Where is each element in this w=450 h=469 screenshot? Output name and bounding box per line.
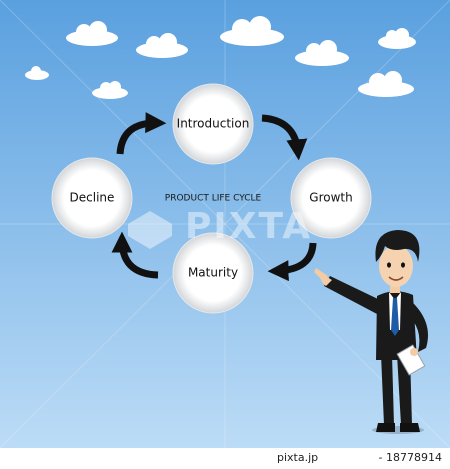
cloud — [220, 16, 284, 46]
product-life-cycle-illustration: Introduction Growth Maturity Decline PRO… — [0, 0, 450, 448]
shoes — [376, 423, 420, 432]
cloud — [66, 21, 118, 46]
businessman-figure — [314, 230, 428, 434]
cloud — [92, 81, 128, 99]
tie — [391, 298, 399, 336]
left-eye — [387, 262, 391, 268]
stage-introduction: Introduction — [172, 83, 254, 165]
neck — [390, 283, 400, 293]
cycle-arrows — [111, 112, 317, 282]
holding-hand — [410, 348, 418, 356]
stage-growth: Growth — [290, 157, 372, 239]
watermark-text: PIXTA — [185, 206, 312, 247]
stage-decline: Decline — [51, 157, 133, 239]
lower-arm — [405, 300, 428, 352]
legs — [381, 354, 412, 425]
diagram-title: PRODUCT LIFE CYCLE — [165, 194, 262, 204]
cloud — [25, 66, 49, 80]
clouds — [25, 16, 416, 99]
footer-image-id: - 18778914 — [378, 451, 442, 464]
cloud — [295, 40, 349, 66]
pointing-hand — [314, 268, 332, 286]
stock-footer: pixta.jp - 18778914 — [0, 448, 450, 469]
stage-circle — [290, 157, 372, 239]
smile — [388, 276, 404, 281]
pixta-logo-icon — [128, 211, 172, 249]
stage-maturity: Maturity — [172, 232, 254, 314]
cloud — [358, 71, 414, 97]
hair — [375, 230, 420, 262]
cloud — [378, 28, 416, 49]
paper-note — [396, 344, 426, 376]
arrow-decline-to-introduction — [116, 112, 167, 155]
pointing-arm — [324, 276, 380, 314]
pixta-watermark: PIXTA — [128, 206, 312, 249]
stage-label: Introduction — [177, 117, 250, 131]
arrow-maturity-to-decline — [111, 231, 159, 279]
right-eye — [401, 262, 405, 268]
footer-site-name: pixta.jp — [277, 451, 319, 464]
stage-circle — [172, 232, 254, 314]
stage-label: Maturity — [188, 266, 238, 280]
stage-label: Decline — [70, 191, 115, 205]
arrow-growth-to-maturity — [267, 242, 317, 282]
stage-circle — [51, 157, 133, 239]
stage-circle — [172, 83, 254, 165]
face — [379, 245, 413, 287]
stage-label: Growth — [309, 191, 352, 205]
cloud — [136, 33, 188, 58]
arrow-introduction-to-growth — [261, 114, 308, 161]
